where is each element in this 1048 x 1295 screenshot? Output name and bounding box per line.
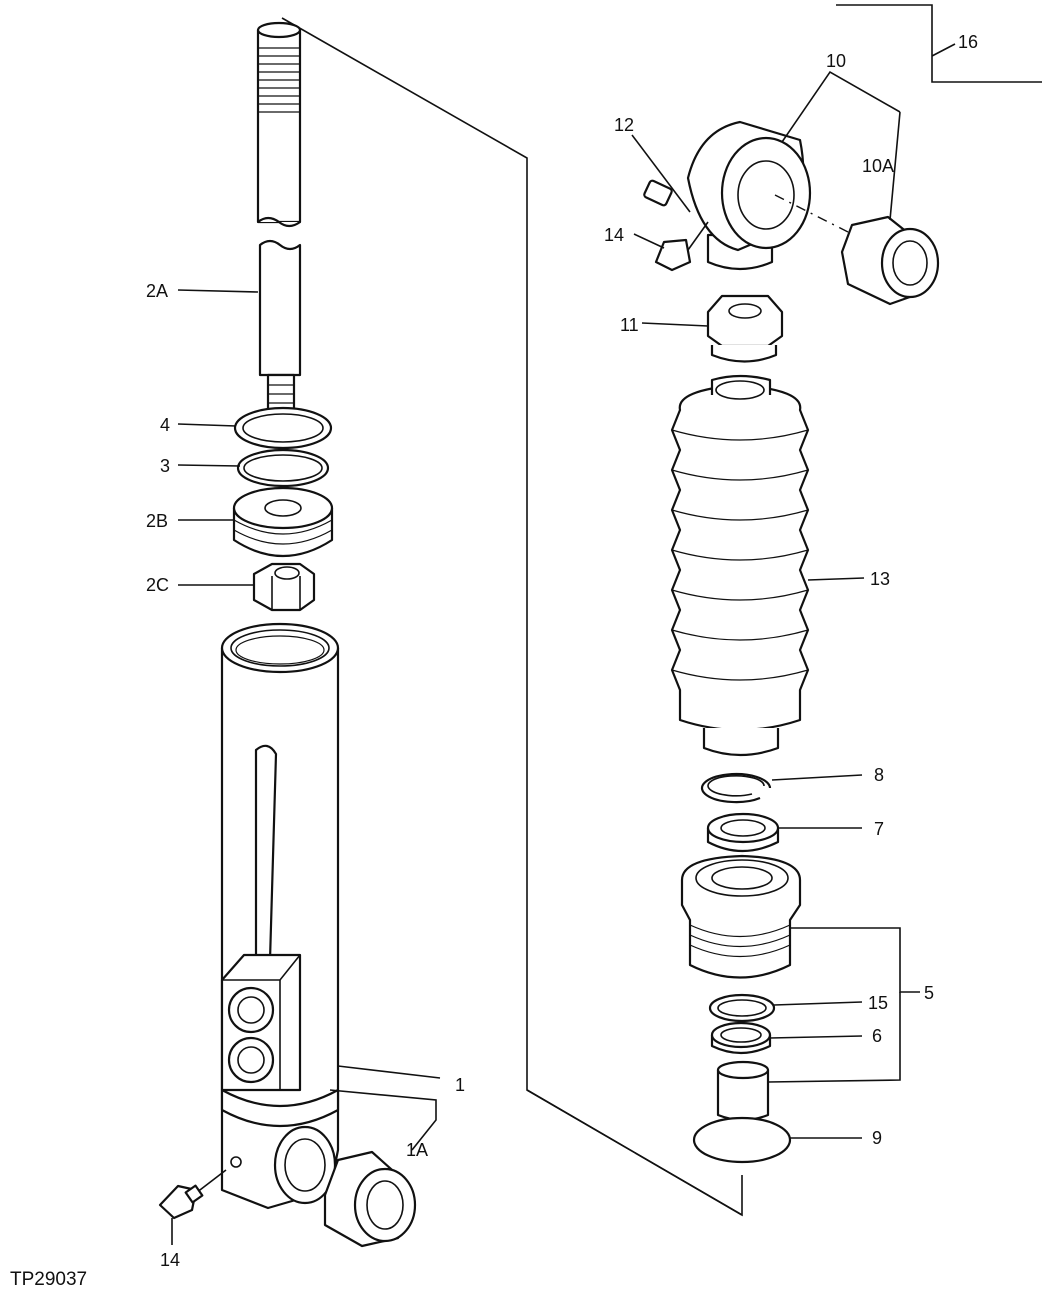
jam-nut-11	[706, 294, 784, 363]
label-11: 11	[620, 315, 639, 335]
seal-ring-4	[233, 406, 333, 450]
piston-2B	[232, 486, 334, 557]
label-15: 15	[868, 993, 888, 1013]
o-ring-3	[236, 448, 330, 488]
label-8: 8	[874, 765, 884, 785]
grease-fitting-14-left	[158, 1169, 227, 1220]
bushing-10A	[840, 215, 940, 306]
label-12: 12	[614, 115, 634, 135]
label-2B: 2B	[146, 511, 168, 531]
piston-rod-2A	[256, 21, 302, 427]
snap-ring-8	[700, 772, 772, 804]
label-7: 7	[874, 819, 884, 839]
label-16: 16	[958, 32, 978, 52]
disc-9	[692, 1116, 792, 1164]
set-screw-12	[643, 179, 673, 207]
label-14-right: 14	[604, 225, 624, 245]
grease-fitting-14-right	[654, 221, 709, 272]
label-10A: 10A	[862, 156, 894, 176]
label-2C: 2C	[146, 575, 169, 595]
label-1: 1	[455, 1075, 465, 1095]
label-4: 4	[160, 415, 170, 435]
bushing-1A	[323, 1150, 417, 1248]
ring-15	[708, 993, 776, 1023]
label-5: 5	[924, 983, 934, 1003]
label-2A: 2A	[146, 281, 168, 301]
label-13: 13	[870, 569, 890, 589]
leader-lines	[171, 70, 920, 1245]
sleeve-5	[716, 1060, 770, 1122]
rod-eye-10	[686, 120, 849, 271]
cylinder-barrel-1	[220, 622, 340, 1210]
assembly-outline-16	[281, 4, 1042, 1217]
bellows-boot-13	[670, 374, 810, 757]
label-6: 6	[872, 1026, 882, 1046]
seal-7	[706, 812, 780, 852]
gland-5	[680, 854, 802, 979]
label-14-left: 14	[160, 1250, 180, 1270]
hex-nut-2C	[252, 562, 316, 612]
label-10: 10	[826, 51, 846, 71]
figure-reference-code: TP29037	[10, 1269, 87, 1290]
label-9: 9	[872, 1128, 882, 1148]
label-1A: 1A	[406, 1140, 428, 1160]
label-3: 3	[160, 456, 170, 476]
ring-6	[710, 1021, 772, 1055]
